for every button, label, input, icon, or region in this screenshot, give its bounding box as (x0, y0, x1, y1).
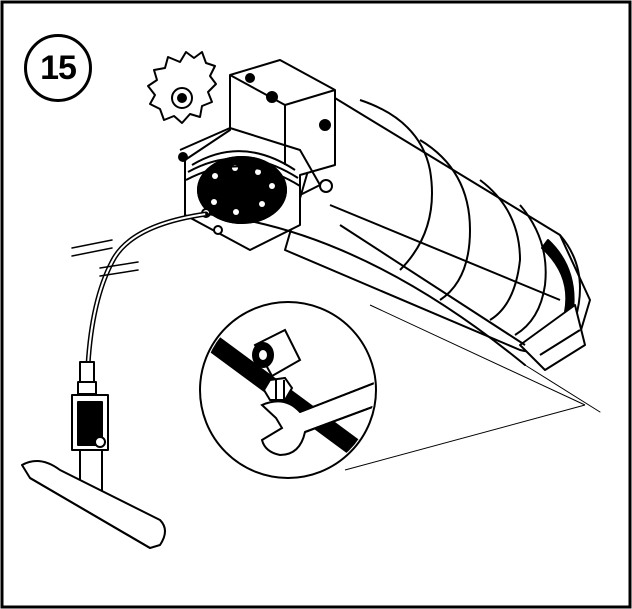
detail-cable (202, 315, 374, 476)
t-handle (21, 460, 166, 549)
hex-nut (262, 376, 294, 401)
motor-assembly (147, 51, 591, 371)
release-cable (71, 211, 601, 413)
detail-magnifier (199, 301, 586, 479)
step-number: 15 (40, 48, 77, 87)
drive-sprocket (147, 51, 217, 124)
cable-clamp (252, 328, 302, 378)
motor-mount-foot (519, 304, 586, 371)
open-end-wrench (260, 373, 374, 457)
cable-handle (21, 361, 166, 549)
step-number-badge: 15 (24, 34, 92, 102)
mount-bracket (179, 127, 321, 196)
